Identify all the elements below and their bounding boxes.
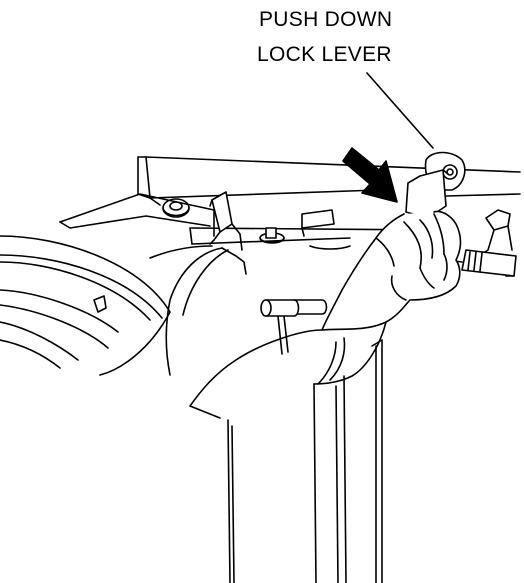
top-rail [138,157,520,205]
side-cover-panel [166,248,246,375]
callout-label-line-2: LOCK LEVER [257,43,392,66]
frame-knob [163,199,189,217]
sleeve-arm [190,322,386,418]
center-screw [260,228,284,243]
lower-cabinet [228,340,382,583]
push-direction-arrow [343,148,397,202]
plunger-post [261,300,327,354]
callout-label-line-1: PUSH DOWN [259,8,393,31]
callout-leader-line [367,73,433,148]
drum-roller [0,236,170,375]
bracket [302,210,350,249]
gripping-hand [322,212,461,331]
latch-tab [210,192,242,250]
lock-lever [406,153,465,217]
